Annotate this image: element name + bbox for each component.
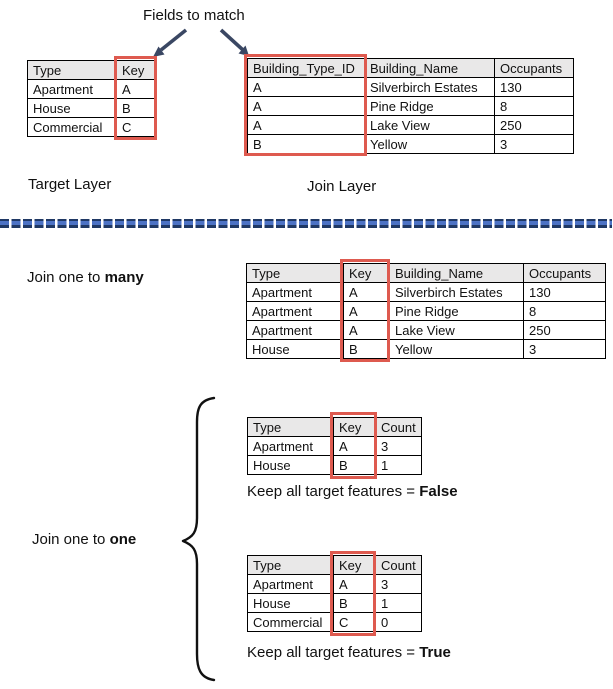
join-one-to-many-prefix: Join one to bbox=[27, 269, 105, 286]
table-cell: Apartment bbox=[247, 436, 334, 456]
table-cell: House bbox=[246, 339, 344, 359]
column-header: Type bbox=[27, 60, 117, 80]
table-cell: Commercial bbox=[27, 117, 117, 137]
keep-true-emphasis: True bbox=[419, 644, 451, 661]
fields-to-match-arrows-icon bbox=[153, 28, 249, 57]
true-key-highlight bbox=[330, 551, 376, 636]
table-cell: C bbox=[116, 117, 155, 137]
table-cell: Apartment bbox=[247, 574, 334, 594]
column-header: Key bbox=[333, 555, 376, 575]
table-cell: B bbox=[343, 339, 390, 359]
target-layer-label: Target Layer bbox=[28, 176, 112, 193]
false-key-highlight bbox=[330, 412, 377, 479]
join-one-to-one-prefix: Join one to bbox=[32, 531, 110, 548]
table-cell: Pine Ridge bbox=[389, 301, 524, 321]
table-cell: 0 bbox=[375, 612, 422, 632]
table-cell: Lake View bbox=[389, 320, 524, 340]
table-cell: 1 bbox=[375, 455, 422, 475]
column-header: Building_Name bbox=[389, 263, 524, 283]
table-cell: Yellow bbox=[389, 339, 524, 359]
table-cell: Yellow bbox=[364, 134, 495, 154]
keep-true-prefix: Keep all target features = bbox=[247, 644, 420, 661]
curly-brace-icon bbox=[181, 396, 216, 682]
table-cell: House bbox=[247, 455, 334, 475]
keep-false-prefix: Keep all target features = bbox=[247, 483, 420, 500]
table-cell: 130 bbox=[494, 77, 574, 97]
table-cell: 250 bbox=[494, 115, 574, 135]
join-one-to-many-label: Join one to many bbox=[27, 269, 144, 286]
column-header: Occupants bbox=[494, 58, 574, 78]
section-divider-icon bbox=[0, 219, 612, 228]
table-cell: Apartment bbox=[246, 320, 344, 340]
table-cell: Apartment bbox=[27, 79, 117, 99]
table-cell: 3 bbox=[375, 436, 422, 456]
table-cell: 3 bbox=[494, 134, 574, 154]
column-header: Type bbox=[247, 555, 334, 575]
table-cell: Silverbirch Estates bbox=[364, 77, 495, 97]
table-cell: Pine Ridge bbox=[364, 96, 495, 116]
table-cell: Commercial bbox=[247, 612, 334, 632]
column-header: Building_Type_ID bbox=[247, 58, 365, 78]
keep-true-label: Keep all target features = True bbox=[247, 644, 451, 661]
join-one-to-many-emphasis: many bbox=[104, 269, 144, 286]
column-header: Type bbox=[247, 417, 334, 437]
column-header: Occupants bbox=[523, 263, 606, 283]
target-key-highlight bbox=[114, 56, 157, 140]
table-cell: 3 bbox=[523, 339, 606, 359]
table-cell: Apartment bbox=[246, 301, 344, 321]
table-cell: House bbox=[27, 98, 117, 118]
column-header: Building_Name bbox=[364, 58, 495, 78]
keep-false-label: Keep all target features = False bbox=[247, 483, 458, 500]
table-cell: B bbox=[333, 455, 376, 475]
join-one-to-one-emphasis: one bbox=[109, 531, 137, 548]
many-key-highlight bbox=[340, 259, 390, 362]
table-cell: 3 bbox=[375, 574, 422, 594]
table-cell: 8 bbox=[523, 301, 606, 321]
column-header: Count bbox=[375, 417, 422, 437]
table-cell: 8 bbox=[494, 96, 574, 116]
table-cell: 1 bbox=[375, 593, 422, 613]
table-cell: 130 bbox=[523, 282, 606, 302]
join-layer-label: Join Layer bbox=[307, 178, 377, 195]
keep-false-emphasis: False bbox=[419, 483, 458, 500]
join-type-id-highlight bbox=[244, 54, 367, 156]
table-cell: 250 bbox=[523, 320, 606, 340]
join-one-to-one-label: Join one to one bbox=[32, 531, 136, 548]
column-header: Type bbox=[246, 263, 344, 283]
table-cell: House bbox=[247, 593, 334, 613]
fields-to-match-label: Fields to match bbox=[143, 7, 245, 24]
table-cell: Silverbirch Estates bbox=[389, 282, 524, 302]
table-cell: Lake View bbox=[364, 115, 495, 135]
column-header: Count bbox=[375, 555, 422, 575]
table-cell: Apartment bbox=[246, 282, 344, 302]
